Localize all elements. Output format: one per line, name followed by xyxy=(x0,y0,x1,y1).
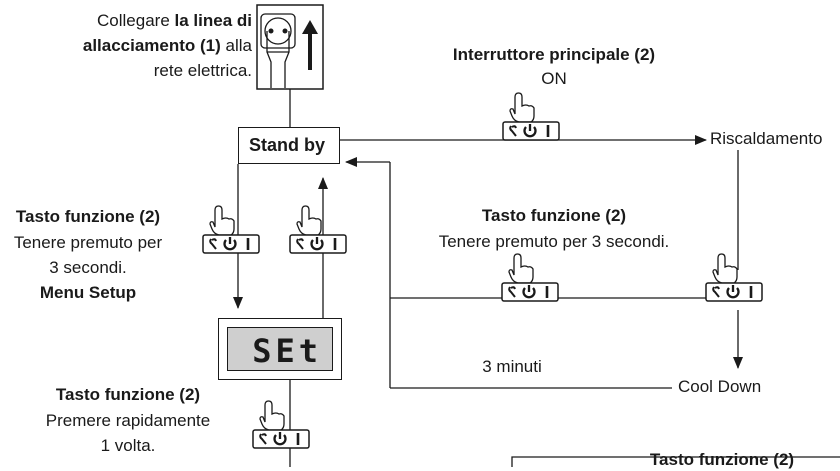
partial-box-title: Tasto funzione (2) xyxy=(649,450,795,469)
partial-box-outline xyxy=(511,456,840,467)
power-icon xyxy=(310,237,324,251)
power-icon xyxy=(523,124,537,138)
hand-pointer-icon xyxy=(259,400,285,431)
wrench-icon xyxy=(259,433,267,445)
hand-pointer-icon xyxy=(508,253,534,284)
main-switch-title: Interruttore principale (2) xyxy=(452,45,656,64)
hand-pointer-icon xyxy=(509,92,535,123)
standby-label: Stand by xyxy=(249,135,326,155)
left-return-button[interactable] xyxy=(288,205,350,255)
display-text: SEt xyxy=(252,332,322,370)
intro-line-3: rete elettrica. xyxy=(153,61,252,80)
wrench-icon xyxy=(712,286,720,298)
wrench-icon xyxy=(508,286,516,298)
left-function-line2: 3 secondi. xyxy=(49,258,127,277)
timer-label: 3 minuti xyxy=(482,357,542,376)
bottom-function-line1: Premere rapidamente xyxy=(45,411,211,430)
display-screen: SEt xyxy=(227,327,333,371)
left-function-button[interactable] xyxy=(201,205,263,255)
power-plug-icon xyxy=(256,4,324,90)
hand-pointer-icon xyxy=(296,205,322,236)
middle-function-line1: Tenere premuto per 3 secondi. xyxy=(438,232,670,251)
left-function-line1: Tenere premuto per xyxy=(13,233,163,252)
power-icon xyxy=(726,285,740,299)
bottom-function-line2: 1 volta. xyxy=(100,436,156,455)
intro-line-2: allacciamento (1) alla xyxy=(82,36,252,55)
main-switch-button[interactable] xyxy=(501,92,563,142)
left-function-title: Tasto funzione (2) xyxy=(15,207,161,226)
main-switch-state: ON xyxy=(541,69,567,88)
wrench-icon xyxy=(209,238,217,250)
intro-line-1: Collegare la linea di xyxy=(97,11,252,30)
middle-function-button[interactable] xyxy=(500,253,562,303)
menu-setup-label: Menu Setup xyxy=(39,283,137,302)
wrench-icon xyxy=(296,238,304,250)
power-icon xyxy=(223,237,237,251)
hand-pointer-icon xyxy=(712,253,738,284)
power-icon xyxy=(273,432,287,446)
wrench-icon xyxy=(509,125,517,137)
power-icon xyxy=(522,285,536,299)
bottom-function-title: Tasto funzione (2) xyxy=(55,385,201,404)
bottom-function-button[interactable] xyxy=(251,400,313,450)
up-arrow-icon xyxy=(302,20,318,70)
setup-display: SEt xyxy=(218,318,342,380)
riscaldamento-label: Riscaldamento xyxy=(710,129,823,148)
standby-box: Stand by xyxy=(238,127,340,164)
right-function-button[interactable] xyxy=(704,253,766,303)
hand-pointer-icon xyxy=(209,205,235,236)
middle-function-title: Tasto funzione (2) xyxy=(481,206,627,225)
cooldown-label: Cool Down xyxy=(678,377,762,396)
